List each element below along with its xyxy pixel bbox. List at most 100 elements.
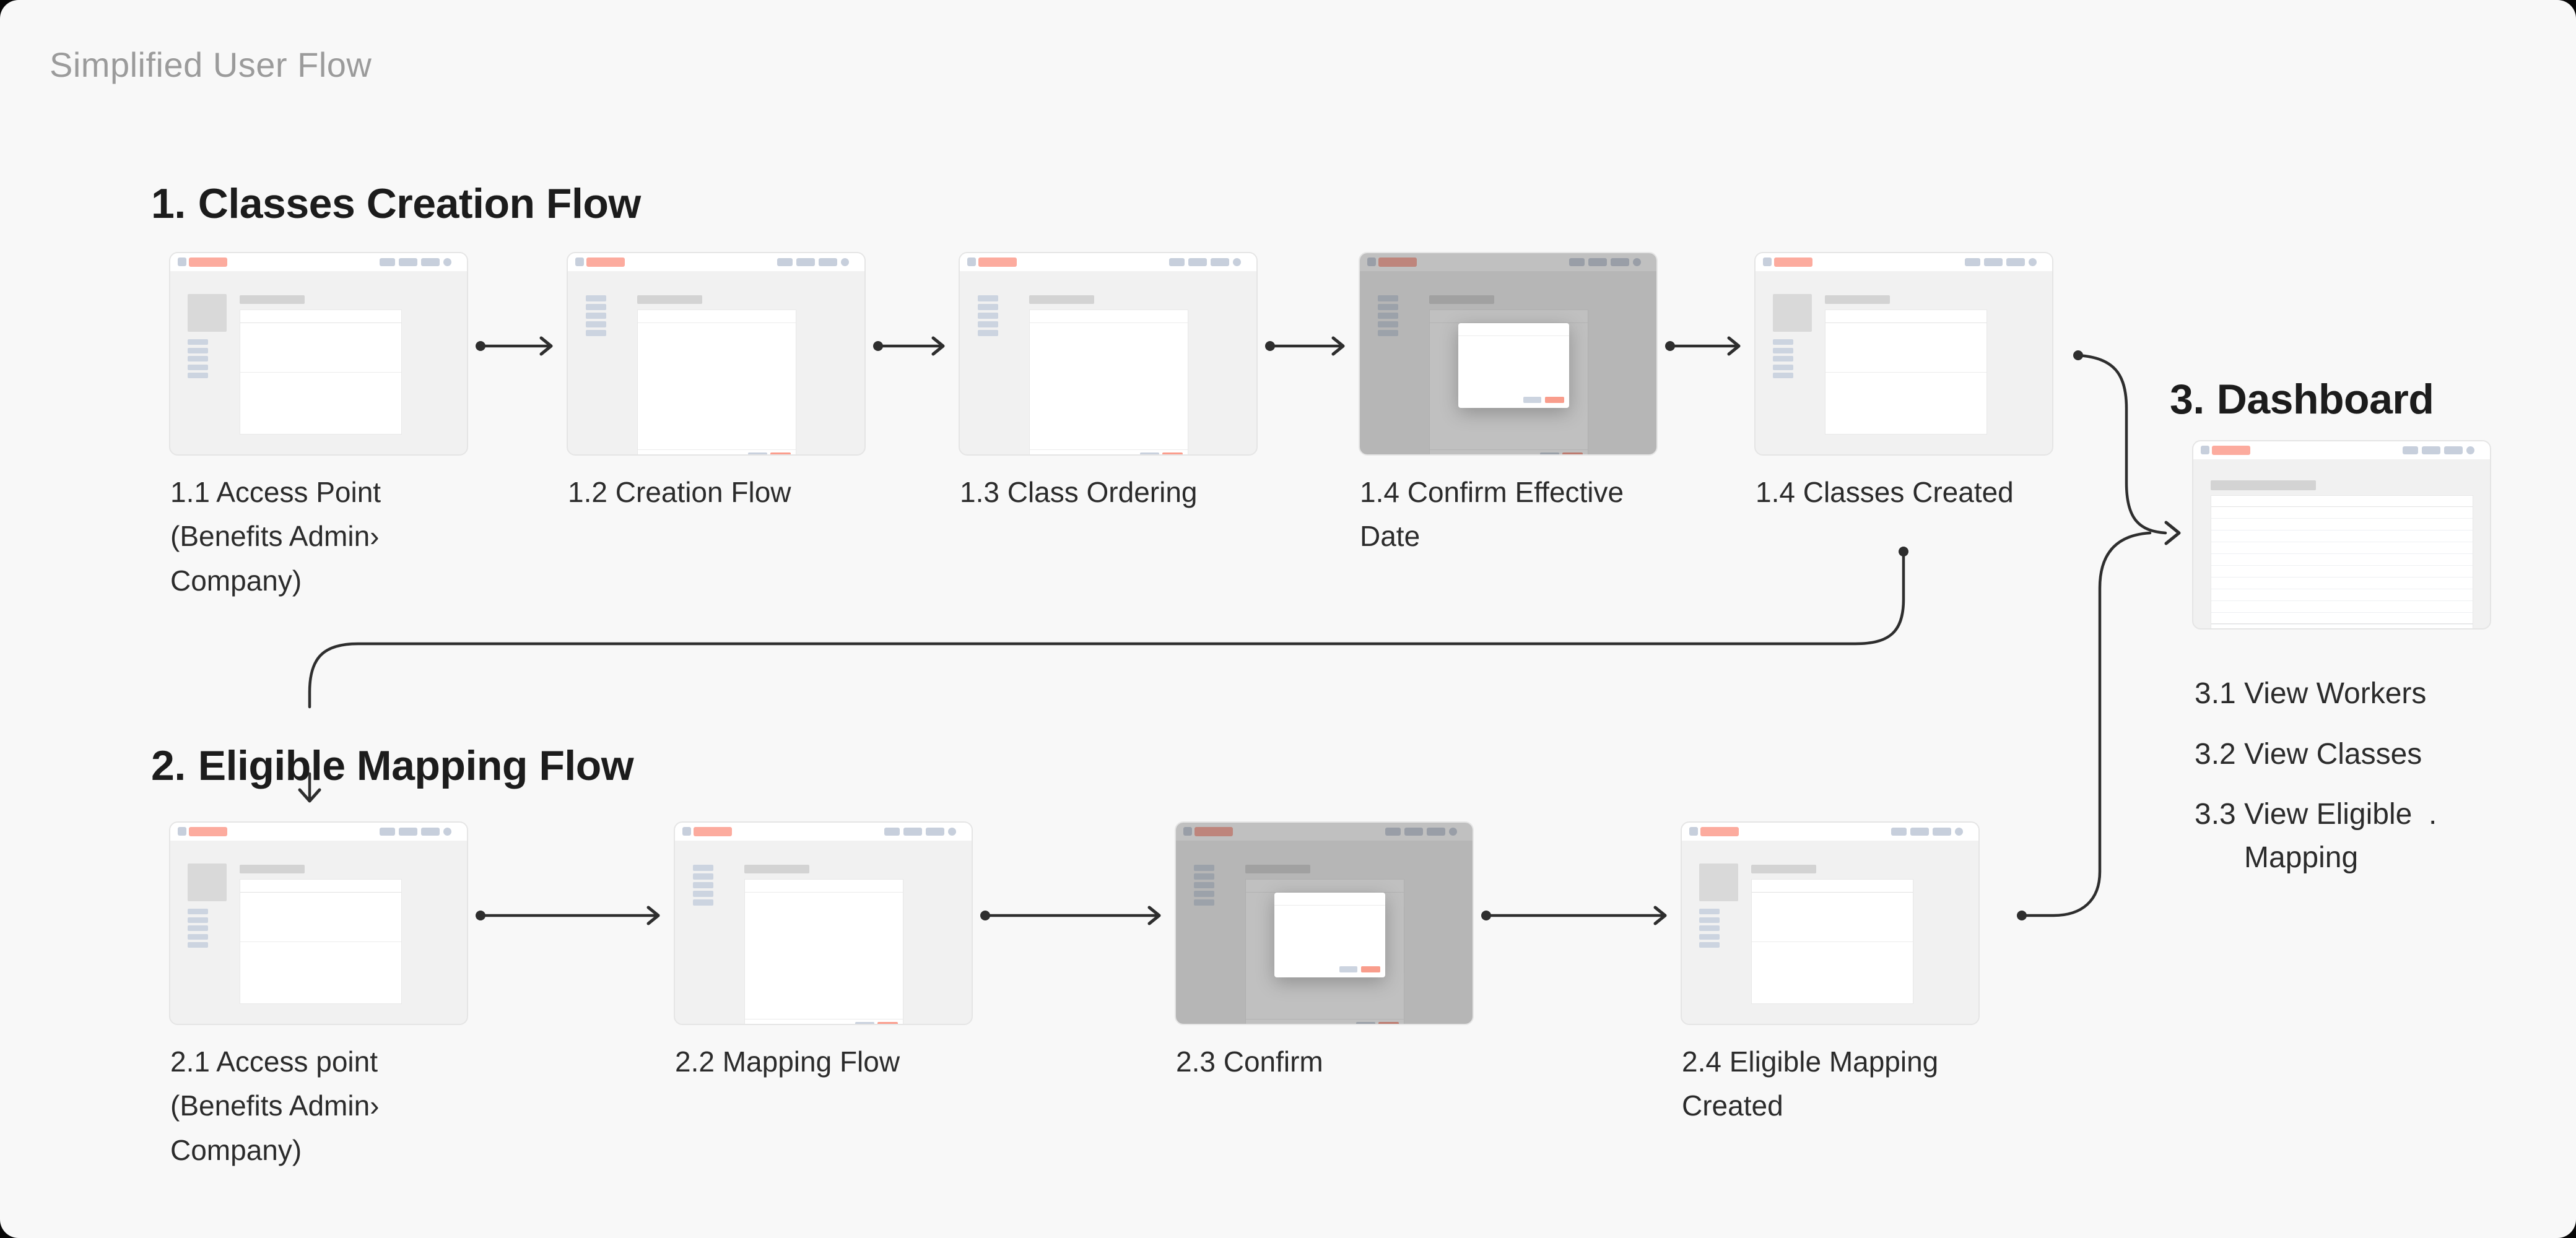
chrome-nav-group [1569,258,1641,266]
sidebar-nav-item-bar [978,295,998,301]
browser-chrome [1756,253,2052,271]
sidebar-nav-item-bar [1378,295,1398,301]
avatar-circle [443,828,451,836]
primary-button-shape [1162,452,1183,454]
app-menu-icon [178,827,186,836]
step-1-3-class-ordering[interactable] [959,252,1258,456]
chrome-nav-group [2403,446,2474,454]
avatar-circle [1233,258,1241,266]
records-table-panel [1751,879,1913,1004]
flow-arrowhead-icon [931,336,945,356]
nav-pill [884,828,900,836]
chrome-nav-group [884,828,956,836]
flow-arrowhead-icon [1727,336,1741,356]
confirm-modal [1458,323,1569,408]
step-2-3-confirm[interactable] [1175,821,1474,1025]
table-row [2211,566,2473,578]
sidebar-nav-item-bar [978,321,998,327]
step-1-4-classes-created[interactable] [1754,252,2053,456]
brand-logo-bar [1378,258,1417,267]
sidebar-nav-item-bar [586,313,606,319]
table-row [2211,589,2473,601]
heading-classes-creation-flow: 1. Classes Creation Flow [151,180,641,228]
sidebar-nav-item-bar [693,865,713,871]
modal-cancel-button-shape [1523,397,1541,403]
step-label: 1.4 Confirm Effective Date [1360,476,1624,553]
app-menu-icon [1689,827,1698,836]
step-1-1-access-point[interactable] [169,252,468,456]
step-2-2-mapping-flow[interactable] [674,821,973,1025]
table-header-row [240,310,401,323]
page-title-bar [1029,295,1094,304]
nav-pill [1910,828,1929,836]
nav-pill [1169,258,1185,266]
sidebar-nav-item-bar [1194,899,1214,906]
table-header-row [1825,310,1986,323]
page-title-bar [1751,865,1816,873]
browser-chrome [1176,823,1473,841]
primary-button-shape [1378,1022,1399,1024]
table-row [240,373,401,434]
page-title-bar [1825,295,1890,304]
page-title-bar [744,865,809,873]
sidebar-widget-block [1699,864,1738,901]
records-table-panel [240,879,402,1004]
avatar-circle [1955,828,1963,836]
page-title-bar [1429,295,1494,304]
table-footer-row [2211,623,2473,628]
heading-number: 3. [2170,376,2204,423]
step-1-4-confirm-effective-date[interactable] [1359,252,1658,456]
avatar-circle [1633,258,1641,266]
page-title-bar [1245,865,1310,873]
nav-pill [1211,258,1229,266]
chrome-nav-group [1965,258,2037,266]
table-header-row [1752,880,1913,893]
sidebar-nav-item-bar [1194,891,1214,897]
step-2-4-eligible-mapping-created[interactable] [1681,821,1980,1025]
modal-footer-row [1274,961,1385,977]
nav-pill [2403,446,2418,454]
nav-pill [1984,258,2003,266]
table-row [2211,530,2473,542]
table-row [1825,323,1986,373]
flow-arrowhead-icon [1331,336,1345,356]
sidebar-nav-item-bar [188,356,208,361]
app-menu-icon [1183,827,1192,836]
browser-chrome [1360,253,1656,271]
nav-pill [1891,828,1907,836]
form-panel [637,310,796,454]
chrome-nav-group [1169,258,1241,266]
sidebar-nav-item-bar [1194,865,1214,871]
sidebar-nav-item-bar [586,321,606,327]
app-menu-icon [1367,258,1376,266]
sidebar-nav-item-bar [978,330,998,336]
form-footer-row [1246,1019,1404,1024]
connector-start-dot [2073,350,2083,360]
secondary-button-shape [1540,452,1559,454]
table-row [2211,507,2473,519]
connector-classes-to-dashboard [2076,353,2167,535]
secondary-button-shape [855,1022,874,1024]
sidebar-nav-item-bar [1378,304,1398,310]
nav-pill [399,828,417,836]
step-label: 1.2 Creation Flow [568,476,791,508]
avatar-circle [948,828,956,836]
step-2-1-access-point[interactable] [169,821,468,1025]
step-1-2-creation-flow[interactable] [567,252,866,456]
avatar-circle [2466,446,2474,454]
sidebar-nav-item-bar [1773,356,1793,361]
dashboard-list-item: 3.1 View Workers [2195,677,2427,710]
brand-logo-bar [189,827,227,836]
step-label: 2.1 Access point (Benefits Admin› Compan… [170,1045,380,1166]
step-label: 1.1 Access Point (Benefits Admin› Compan… [170,476,381,597]
step-label: 2.3 Confirm [1176,1045,1323,1078]
nav-pill [2444,446,2463,454]
sidebar-nav-item-bar [978,313,998,319]
nav-pill [819,258,837,266]
step-3-dashboard[interactable] [2192,440,2491,630]
confirm-modal [1274,893,1385,977]
sidebar-nav-item-bar [1699,917,1720,923]
flow-arrow-start-dot [1265,341,1275,351]
workers-table-panel [2211,495,2473,628]
